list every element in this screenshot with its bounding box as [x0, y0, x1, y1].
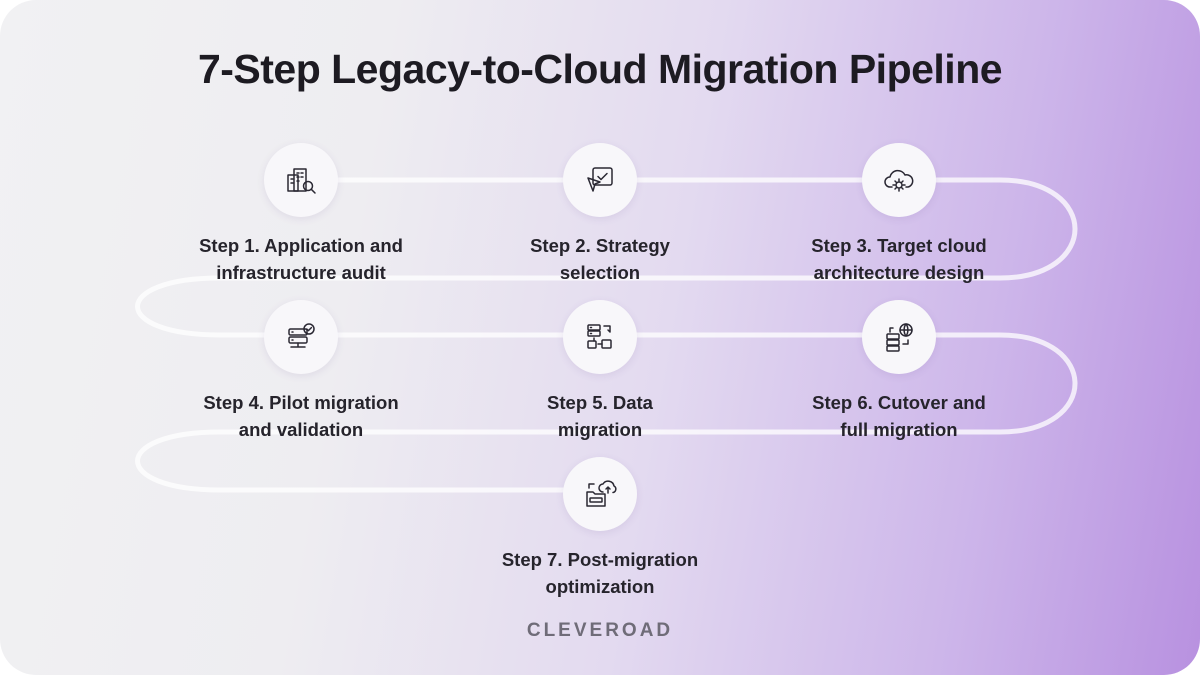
step-4: Step 4. Pilot migration and validation [171, 300, 431, 443]
step-7: Step 7. Post-migration optimization [470, 457, 730, 600]
step-6-label: Step 6. Cutover and full migration [812, 392, 986, 440]
step-7-label: Step 7. Post-migration optimization [501, 549, 699, 597]
step-6: Step 6. Cutover and full migration [769, 300, 1029, 443]
step-7-icon-circle [563, 457, 637, 531]
server-transfer-icon [587, 324, 612, 349]
step-2-icon-circle [563, 143, 637, 217]
step-4-label: Step 4. Pilot migration and validation [203, 392, 399, 440]
step-6-icon-circle [862, 300, 936, 374]
folder-cloud-upload-icon [586, 480, 617, 507]
step-5: Step 5. Data migration [470, 300, 730, 443]
step-3-icon-circle [862, 143, 936, 217]
server-check-icon [288, 323, 315, 348]
step-3: Step 3. Target cloud architecture design [769, 143, 1029, 286]
step-1-icon-circle [264, 143, 338, 217]
step-2-label: Step 2. Strategy selection [530, 235, 670, 283]
step-3-label: Step 3. Target cloud architecture design [811, 235, 987, 283]
page-title: 7-Step Legacy-to-Cloud Migration Pipelin… [197, 46, 1003, 92]
cloud-settings-icon [884, 169, 914, 192]
step-5-icon-circle [563, 300, 637, 374]
step-2: Step 2. Strategy selection [470, 143, 730, 286]
step-1-label: Step 1. Application and infrastructure a… [199, 235, 403, 283]
brand-logo: CLEVEROAD [526, 620, 674, 641]
step-4-icon-circle [264, 300, 338, 374]
server-globe-icon [886, 323, 913, 352]
cursor-check-icon [587, 167, 613, 192]
building-search-icon [287, 168, 316, 194]
step-1: Step 1. Application and infrastructure a… [171, 143, 431, 286]
step-5-label: Step 5. Data migration [547, 392, 653, 440]
